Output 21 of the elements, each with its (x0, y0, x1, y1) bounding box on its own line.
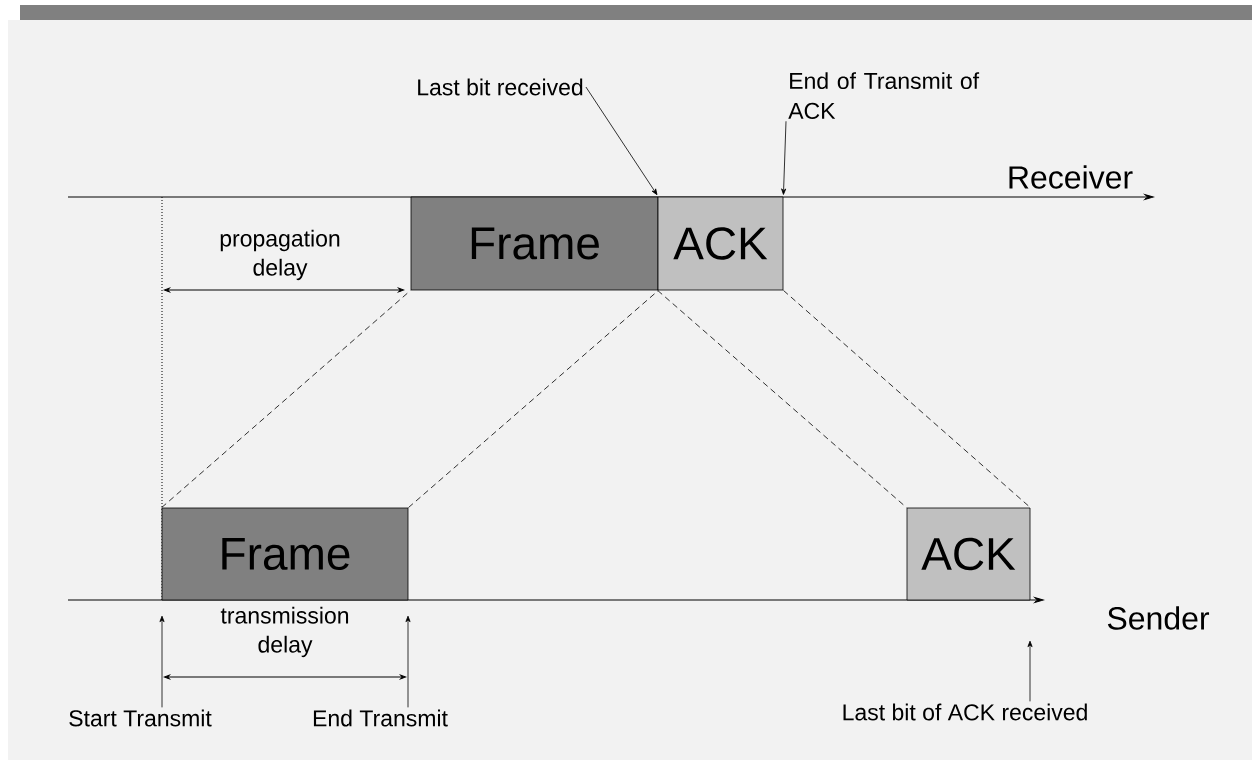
timeline-block: ACK (906, 507, 1031, 601)
dashed-line (783, 290, 1031, 508)
annotation-text: Start Transmit (69, 709, 212, 727)
leader-line (781, 120, 787, 195)
annotation-text: Last bit received (418, 78, 583, 96)
timeline-block: Frame (161, 507, 409, 601)
leader-line (405, 615, 411, 708)
annotation-text: Last bit of ACK received (843, 703, 1087, 721)
dashed-line (657, 290, 907, 508)
leader-line (585, 86, 658, 196)
axis-label: Sender (1107, 606, 1210, 630)
annotation-text: End of Transmit of ACK (788, 72, 980, 120)
axis-label: propagation delay (220, 229, 340, 281)
leader-line (1027, 640, 1033, 702)
axis-label: Receiver (1009, 165, 1133, 189)
timeline-block: Frame (410, 196, 659, 291)
annotation-text: End Transmit (313, 709, 448, 727)
leader-line (159, 615, 165, 708)
dashed-line (408, 290, 659, 508)
timeline-block: ACK (657, 196, 784, 291)
dashed-line (161, 290, 411, 508)
